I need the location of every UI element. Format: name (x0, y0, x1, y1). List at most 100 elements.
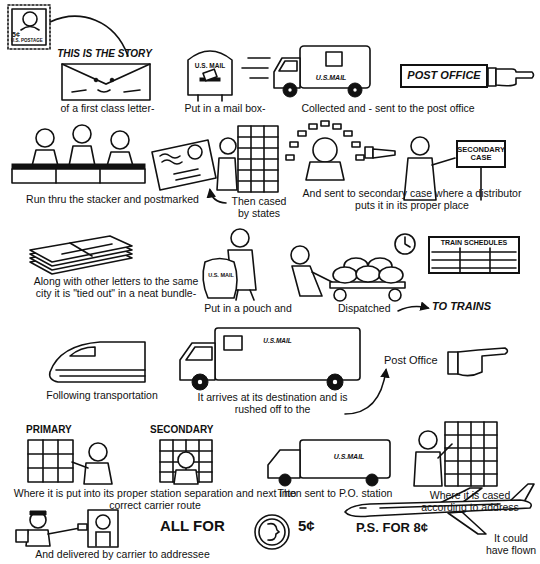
caption-text: Then cased by states (226, 196, 292, 219)
mail-truck-part (224, 336, 242, 350)
mail-truck-part (283, 83, 297, 97)
address-case (414, 422, 497, 486)
price-text: P.S. FOR 8¢ (356, 521, 456, 535)
caption-text: Where it is cased according to address (410, 490, 530, 513)
story-heading: THIS IS THE STORY (52, 48, 157, 59)
caption-text: Put in a pouch and (196, 303, 300, 315)
letter-carrier-part (30, 512, 46, 528)
address-case-part (438, 444, 452, 458)
case-heading: SECONDARY (150, 424, 226, 435)
stacker-clerks-part (73, 125, 91, 143)
primary-case-part (28, 440, 73, 482)
letter-envelope (62, 64, 150, 100)
address-case-part (445, 422, 497, 486)
nickel-coin (255, 515, 289, 549)
dispatch-arrow-part (398, 307, 428, 311)
pointing-hand-part (448, 352, 458, 374)
cart-pusher-part (312, 272, 332, 282)
mail-box-part (203, 69, 217, 81)
mail-truck (242, 46, 370, 97)
caption-text: Run thru the stacker and postmarked (10, 194, 215, 206)
mail-truck-part (366, 474, 378, 486)
streamlined-train-part (70, 347, 95, 356)
price-text: 5¢ (298, 518, 332, 535)
node-text: TRAIN SCHEDULES (439, 238, 510, 247)
mail-box-part (198, 95, 222, 101)
addressee-doorway (88, 510, 118, 547)
cart-pusher-part (356, 266, 380, 282)
letter-envelope-part (110, 78, 114, 82)
letter-juggler-part (356, 155, 364, 160)
sign-box: SECONDARY CASE (456, 140, 506, 168)
direction-label: TO TRAINS (432, 300, 527, 312)
pointing-hand-part (496, 69, 534, 86)
letter-juggler-part (344, 131, 352, 136)
mail-truck-part (326, 52, 342, 66)
nickel-coin-part (268, 524, 279, 541)
state-case (217, 126, 278, 192)
state-case-part (238, 126, 278, 192)
letter-juggler-part (290, 142, 298, 147)
truck-lettering: U.S.MAIL (250, 337, 305, 344)
pouch-lettering: U.S. MAIL (206, 272, 236, 278)
wall-clock (395, 234, 415, 254)
addressee-doorway-part (96, 532, 110, 546)
curved-arrow-part (210, 190, 226, 203)
address-case-part (419, 431, 437, 449)
cart-pusher-part (389, 289, 401, 301)
letter-carrier-part (26, 530, 50, 546)
pointing-hand-part (458, 348, 508, 376)
mail-truck-part (192, 374, 208, 390)
cart-pusher-part (379, 267, 403, 283)
dispatch-arrow (398, 307, 428, 311)
curved-arrow-part (345, 370, 386, 414)
truck-lettering: U.S.MAIL (320, 453, 378, 461)
addressee-doorway-part (88, 510, 118, 547)
mail-box (188, 51, 232, 101)
caption-text: And sent to secondary case where a distr… (292, 188, 532, 211)
jet-plane-part (510, 484, 534, 502)
letter-juggler-part (333, 124, 341, 129)
mail-truck-part (197, 379, 203, 385)
streamlined-train-part (50, 342, 145, 382)
pointing-hand-part (365, 147, 373, 158)
mail-truck-part (300, 440, 390, 478)
pointing-hand (365, 147, 395, 158)
stamp-value: 5¢ (12, 31, 42, 39)
streamlined-train (50, 342, 145, 382)
mail-truck-part (242, 58, 270, 78)
mailbox-lettering: U.S. MAIL (190, 62, 230, 69)
state-case-part (217, 158, 237, 190)
postage-stamp-part (21, 27, 39, 31)
caption-text: Collected and - sent to the post office (278, 103, 498, 115)
caption-text: Put in a mail box- (170, 103, 280, 115)
caption-text: And delivered by carrier to addressee (10, 549, 235, 561)
postage-stamp-part (8, 5, 50, 49)
letter-juggler (286, 121, 364, 180)
letter-carrier-part (48, 528, 80, 534)
pointing-hand-part (488, 68, 496, 86)
nickel-coin-part (259, 519, 285, 545)
letter-carrier (16, 511, 87, 546)
mail-truck-part (300, 46, 370, 88)
schedule-table-part (432, 248, 516, 272)
stacker-clerks-part (56, 169, 100, 183)
postmarked-envelope (152, 140, 216, 190)
addressee-doorway-part (96, 515, 110, 529)
wall-clock-part (395, 234, 415, 254)
postage-stamp-part (23, 12, 37, 26)
pointing-hand (488, 68, 534, 86)
stacker-clerks-part (12, 169, 145, 183)
letter-juggler-part (321, 121, 329, 126)
cart-pusher-part (291, 246, 309, 264)
primary-case (28, 440, 112, 484)
pouch-carrier-part (231, 229, 249, 247)
schedule-board: TRAIN SCHEDULES (428, 236, 520, 274)
letter-juggler-part (306, 162, 344, 180)
primary-case-part (84, 463, 112, 484)
stacker-clerks-part (69, 146, 95, 166)
secondary-case-part (174, 470, 198, 484)
distributor-figure-part (411, 137, 429, 155)
postmarked-envelope-part (174, 169, 200, 180)
pouch-carrier-part (236, 290, 254, 300)
